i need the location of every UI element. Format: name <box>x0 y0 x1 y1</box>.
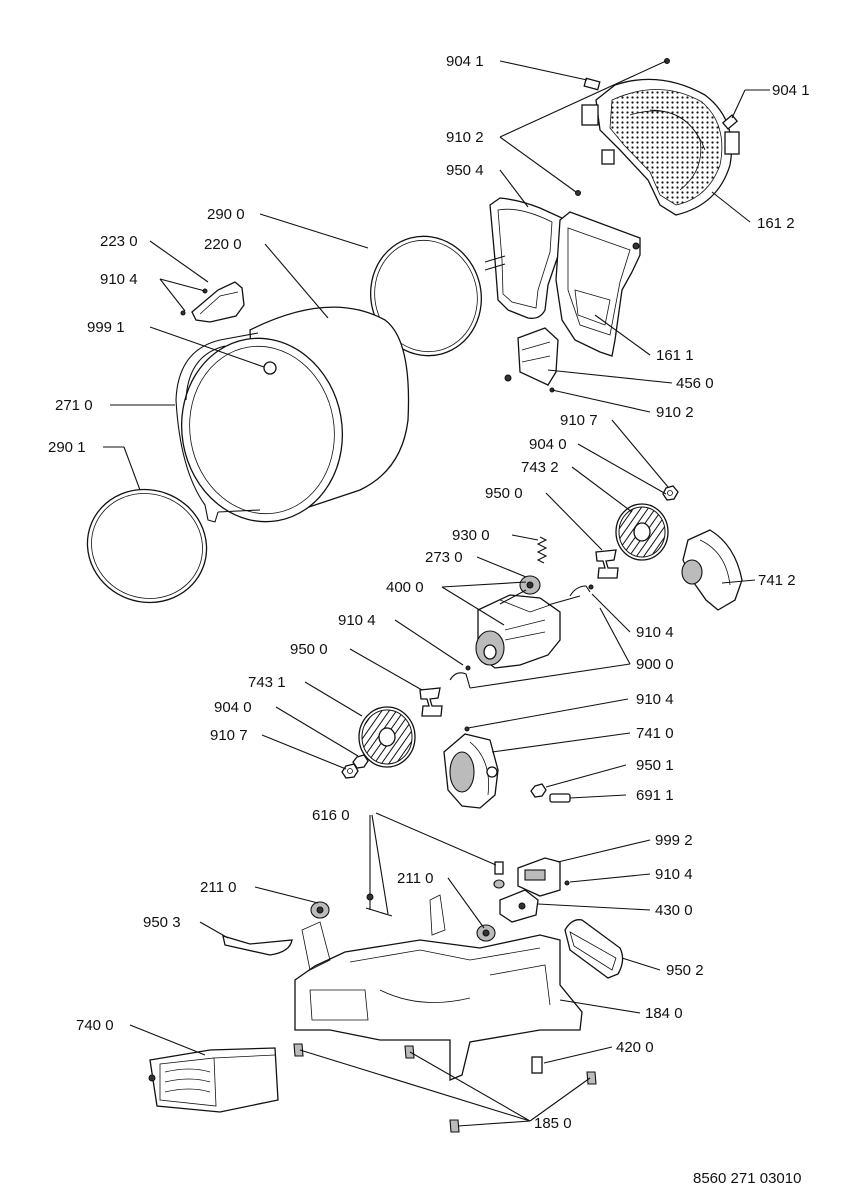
duct-frame-161-1 <box>555 211 641 357</box>
screw-910-4-sensor <box>564 880 570 886</box>
thermostat-691-1 <box>549 793 571 803</box>
leader-lines <box>103 60 770 1127</box>
label-456-0: 456 0 <box>676 375 714 392</box>
label-910-2-a: 910 2 <box>446 129 484 146</box>
label-741-0: 741 0 <box>636 725 674 742</box>
wheel-211-0-right <box>476 924 496 942</box>
fan-housing-741-2 <box>681 529 743 611</box>
nut-950-1 <box>530 783 547 798</box>
screw-904-1-left <box>583 77 601 91</box>
front-seal-271-0 <box>175 332 261 523</box>
nut-910-7-lower <box>341 763 359 779</box>
drum-seal-290-0 <box>370 235 482 357</box>
label-290-1: 290 1 <box>48 439 86 456</box>
label-950-0-b: 950 0 <box>290 641 328 658</box>
label-910-7-b: 910 7 <box>210 727 248 744</box>
clips-900-0 <box>449 584 594 689</box>
label-910-4-a: 910 4 <box>100 271 138 288</box>
label-904-1-b: 904 1 <box>772 82 810 99</box>
label-904-1-a: 904 1 <box>446 53 484 70</box>
gasket-950-2 <box>564 919 624 979</box>
wheel-211-0-left <box>310 901 330 919</box>
label-185-0: 185 0 <box>534 1115 572 1132</box>
label-211-0-a: 211 0 <box>200 879 236 896</box>
label-691-1: 691 1 <box>636 787 674 804</box>
label-743-2: 743 2 <box>521 459 559 476</box>
label-161-1: 161 1 <box>656 347 694 364</box>
screw-904-1-right <box>721 114 739 130</box>
label-220-0: 220 0 <box>204 236 242 253</box>
drum-220-0 <box>180 306 410 523</box>
part-430-0 <box>499 889 539 923</box>
label-616-0: 616 0 <box>312 807 350 824</box>
label-430-0: 430 0 <box>655 902 693 919</box>
fan-743-1 <box>358 706 416 768</box>
label-950-0-a: 950 0 <box>485 485 523 502</box>
label-741-2: 741 2 <box>758 572 796 589</box>
label-184-0: 184 0 <box>645 1005 683 1022</box>
label-290-0: 290 0 <box>207 206 245 223</box>
part-420-0 <box>531 1056 543 1074</box>
label-910-4-c: 910 4 <box>636 624 674 641</box>
rear-cover-part <box>581 78 740 216</box>
ring-290-1 <box>86 488 208 604</box>
label-904-0-a: 904 0 <box>529 436 567 453</box>
fan-743-2 <box>615 503 669 561</box>
bracket-456-0 <box>504 327 559 393</box>
label-910-4-b: 910 4 <box>338 612 376 629</box>
filter-223-0 <box>191 281 245 323</box>
label-400-0: 400 0 <box>386 579 424 596</box>
rod-616-0 <box>365 893 393 917</box>
spring-930-0 <box>536 536 548 564</box>
label-950-2: 950 2 <box>666 962 704 979</box>
label-743-1: 743 1 <box>248 674 286 691</box>
clip-950-0-upper <box>595 549 619 579</box>
label-161-2: 161 2 <box>757 215 795 232</box>
screw-616-0-upper <box>493 861 505 889</box>
nut-910-7-upper <box>662 485 679 501</box>
nut-904-0-lower <box>352 754 369 769</box>
base-frame-184-0 <box>294 894 583 1081</box>
label-910-7-a: 910 7 <box>560 412 598 429</box>
document-code: 8560 271 03010 <box>693 1170 801 1187</box>
label-904-0-b: 904 0 <box>214 699 252 716</box>
label-950-1: 950 1 <box>636 757 674 774</box>
sensor-999-2 <box>517 857 561 897</box>
screw-910-2-top <box>664 58 670 64</box>
label-950-4: 950 4 <box>446 162 484 179</box>
label-950-3: 950 3 <box>143 914 181 931</box>
fan-housing-741-0 <box>443 733 499 809</box>
heater-740-0 <box>148 1047 279 1113</box>
label-740-0: 740 0 <box>76 1017 114 1034</box>
label-910-2-b: 910 2 <box>656 404 694 421</box>
screws-910-4-top <box>180 288 208 316</box>
label-910-4-d: 910 4 <box>636 691 674 708</box>
pulley-273-0 <box>519 575 541 595</box>
gasket-950-4 <box>484 197 563 319</box>
felt-950-3 <box>222 935 293 956</box>
label-999-1: 999 1 <box>87 319 125 336</box>
label-271-0: 271 0 <box>55 397 93 414</box>
clip-950-0-lower <box>419 687 443 717</box>
label-420-0: 420 0 <box>616 1039 654 1056</box>
motor-400-0 <box>475 589 581 669</box>
feet-185-0 <box>293 1043 597 1133</box>
label-930-0: 930 0 <box>452 527 490 544</box>
label-273-0: 273 0 <box>425 549 463 566</box>
label-211-0-b: 211 0 <box>397 870 433 887</box>
label-910-4-e: 910 4 <box>655 866 693 883</box>
label-223-0: 223 0 <box>100 233 138 250</box>
label-999-2: 999 2 <box>655 832 693 849</box>
screw-910-2-mid <box>575 190 581 196</box>
label-900-0: 900 0 <box>636 656 674 673</box>
part-labels: 904 1 904 1 910 2 950 4 290 0 223 0 220 … <box>48 53 810 1187</box>
